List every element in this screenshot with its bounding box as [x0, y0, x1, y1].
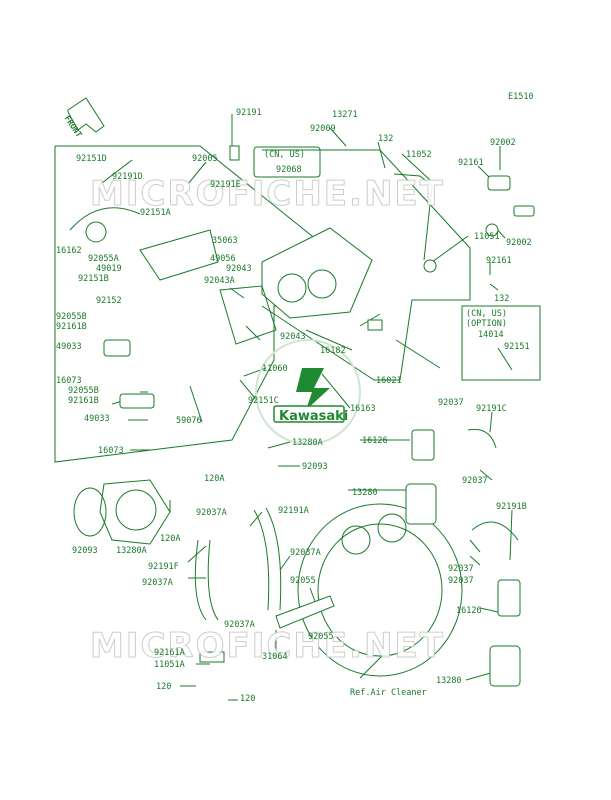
- part-label: 92191C: [476, 404, 507, 414]
- kawasaki-logo: [273, 368, 345, 423]
- part-label: 59076: [176, 416, 202, 426]
- part-label: 92037: [462, 476, 488, 486]
- part-label: 16162: [56, 246, 82, 256]
- part-label: 16182: [320, 346, 346, 356]
- option-note-line1: (CN, US): [466, 309, 507, 319]
- part-label: 49033: [84, 414, 110, 424]
- part-label: 92161: [486, 256, 512, 266]
- part-label: 92037: [448, 576, 474, 586]
- part-label: 120: [156, 682, 172, 692]
- part-label: 92151A: [140, 208, 171, 218]
- part-label: 16021: [376, 376, 402, 386]
- part-label: 13280A: [116, 546, 147, 556]
- part-label: 92093: [302, 462, 328, 472]
- part-label: 92037: [438, 398, 464, 408]
- part-label: 92037A: [290, 548, 321, 558]
- part-label: 13280: [436, 676, 462, 686]
- part-label: 16073: [56, 376, 82, 386]
- part-label: 13271: [332, 110, 358, 120]
- part-label: 92005: [192, 154, 218, 164]
- part-label: 16126: [456, 606, 482, 616]
- part-label: 120A: [204, 474, 225, 484]
- part-label: 13280: [352, 488, 378, 498]
- part-label: 92151D: [76, 154, 107, 164]
- part-label: 92151: [504, 342, 530, 352]
- part-label: 11052: [406, 150, 432, 160]
- part-label: 16163: [350, 404, 376, 414]
- part-label: 49056: [210, 254, 236, 264]
- part-label: 92191D: [112, 172, 143, 182]
- part-label: 92161B: [56, 322, 87, 332]
- diagram-code: E1510: [508, 92, 534, 102]
- part-label: 13280A: [292, 438, 323, 448]
- part-label: 92055A: [88, 254, 119, 264]
- part-label: 92191E: [210, 180, 241, 190]
- part-label: 92191B: [496, 502, 527, 512]
- front-arrow-shape: [67, 97, 105, 133]
- part-label: 132: [378, 134, 394, 144]
- part-label: 92161B: [68, 396, 99, 406]
- part-label: 132: [494, 294, 510, 304]
- part-label: 14014: [478, 330, 504, 340]
- part-label: 92161A: [154, 648, 185, 658]
- part-label: 92152: [96, 296, 122, 306]
- part-label: 31064: [262, 652, 288, 662]
- part-label: 92055: [308, 632, 334, 642]
- part-label: 92191A: [278, 506, 309, 516]
- option-box-frame: [461, 305, 541, 381]
- part-label: 92043: [280, 332, 306, 342]
- part-label: 11051A: [154, 660, 185, 670]
- logo-text: Kawasaki: [279, 409, 349, 424]
- part-label: 16073: [98, 446, 124, 456]
- part-label: 92055: [290, 576, 316, 586]
- part-label: 49033: [56, 342, 82, 352]
- watermark-top: MICROFICHE.NET: [90, 174, 445, 215]
- assembly-frame: [54, 145, 313, 463]
- part-label: 92002: [490, 138, 516, 148]
- part-label: 120A: [160, 534, 181, 544]
- part-label: 120: [240, 694, 256, 704]
- cnus-note: (CN, US): [264, 150, 305, 160]
- part-label: 16126: [362, 436, 388, 446]
- part-label: 11051: [474, 232, 500, 242]
- part-label: 35063: [212, 236, 238, 246]
- right-section-frame: [261, 149, 471, 381]
- part-label: 92043A: [204, 276, 235, 286]
- part-label: 92151B: [78, 274, 109, 284]
- part-label: 92151C: [248, 396, 279, 406]
- part-label: 92191: [236, 108, 262, 118]
- part-label: 92037A: [196, 508, 227, 518]
- part-label: 92037A: [142, 578, 173, 588]
- part-label: 92002: [506, 238, 532, 248]
- part-label: 92055B: [68, 386, 99, 396]
- part-label: 92161: [458, 158, 484, 168]
- part-label: 92068: [276, 165, 302, 175]
- part-label: 92037A: [224, 620, 255, 630]
- part-label: 92055B: [56, 312, 87, 322]
- part-label: 49019: [96, 264, 122, 274]
- watermark-bottom: MICROFICHE.NET: [90, 626, 445, 667]
- option-note-line2: (OPTION): [466, 319, 507, 329]
- part-label: 92191F: [148, 562, 179, 572]
- part-label: 92009: [310, 124, 336, 134]
- part-label: 92093: [72, 546, 98, 556]
- part-label: 92043: [226, 264, 252, 274]
- part-label: 92037: [448, 564, 474, 574]
- reference-label: Ref.Air Cleaner: [350, 688, 427, 698]
- cnus-note-frame: [253, 146, 321, 178]
- part-label: 11060: [262, 364, 288, 374]
